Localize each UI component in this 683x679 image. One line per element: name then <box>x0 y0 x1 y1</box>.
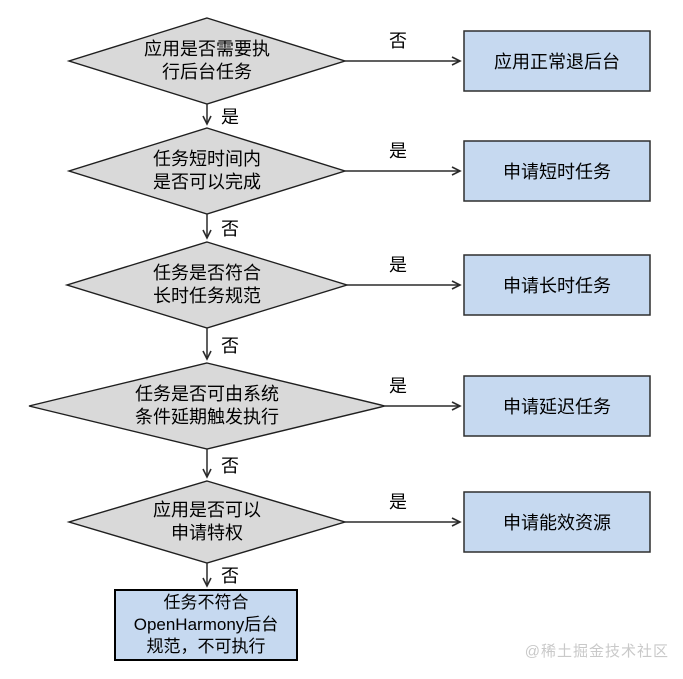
edge-label-no-down-4: 否 <box>221 456 239 476</box>
edge-label-yes-4: 是 <box>389 376 407 396</box>
action-label-4: 申请延迟任务 <box>503 397 611 417</box>
edge-label-yes-5: 是 <box>389 492 407 512</box>
watermark: @稀土掘金技术社区 <box>524 643 669 660</box>
decision-label-4: 任务是否可由系统 条件延期触发执行 <box>135 384 279 428</box>
action-box-5 <box>463 491 651 553</box>
decision-label-1: 应用是否需要执 行后台任务 <box>144 39 270 83</box>
action-box-1 <box>463 30 651 92</box>
action-box-3 <box>463 254 651 316</box>
edge-label-yes-down-1: 是 <box>221 107 239 127</box>
decision-label-3: 任务是否符合 长时任务规范 <box>153 263 261 307</box>
edge-label-yes-2: 是 <box>389 141 407 161</box>
edge-label-yes-3: 是 <box>389 255 407 275</box>
edge-label-no-down-5: 否 <box>221 566 239 586</box>
action-label-5: 申请能效资源 <box>503 513 611 533</box>
action-box-2 <box>463 140 651 202</box>
edge-label-no-1: 否 <box>389 31 407 51</box>
terminal-label: 任务不符合 OpenHarmony后台 规范，不可执行 <box>133 592 279 657</box>
action-label-1: 应用正常退后台 <box>494 52 620 72</box>
edge-label-no-down-2: 否 <box>221 219 239 239</box>
decision-label-2: 任务短时间内 是否可以完成 <box>153 149 261 193</box>
decision-label-5: 应用是否可以 申请特权 <box>153 500 261 544</box>
action-label-2: 申请短时任务 <box>503 162 611 182</box>
terminal-box <box>114 589 298 661</box>
edge-label-no-down-3: 否 <box>221 336 239 356</box>
action-label-3: 申请长时任务 <box>503 276 611 296</box>
action-box-4 <box>463 375 651 437</box>
